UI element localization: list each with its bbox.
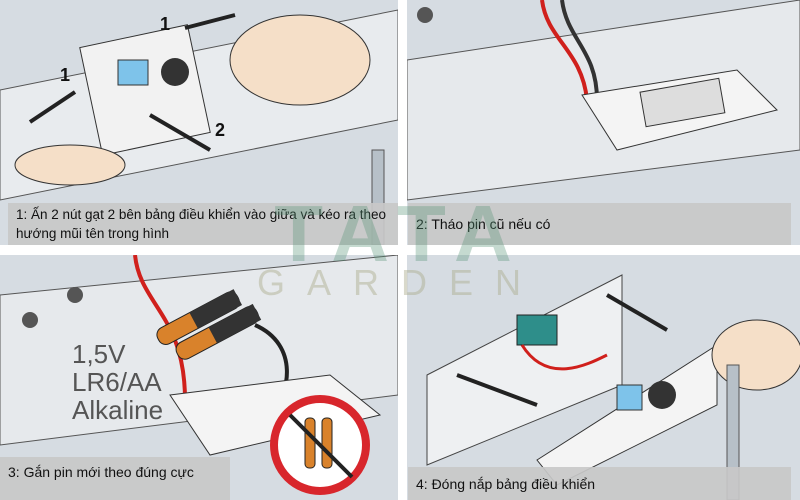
arrow-label: 1 <box>60 65 71 85</box>
step-2-panel: 2: Tháo pin cũ nếu có <box>407 0 800 245</box>
dial-knob <box>161 58 189 86</box>
step-3-illustration <box>0 255 398 495</box>
step-2-illustration <box>407 0 800 201</box>
battery-holder <box>639 77 726 128</box>
step-4-caption: 4: Đóng nắp bảng điều khiển <box>408 467 791 500</box>
step-3-panel: 1,5V LR6/AA Alkaline 3: Gắn pin mới theo… <box>0 255 398 500</box>
step-4-illustration <box>426 274 800 500</box>
batteries <box>156 289 262 360</box>
step-1-caption: 1: Ấn 2 nút gạt 2 bên bảng điều khiển và… <box>8 203 398 245</box>
hand <box>229 14 371 106</box>
step-1-illustration <box>0 9 398 245</box>
finger <box>14 144 126 186</box>
step-3-caption: 3: Gắn pin mới theo đúng cực <box>0 457 230 500</box>
lcd-screen <box>117 59 149 86</box>
battery-type: LR6/AA <box>72 367 162 397</box>
battery-voltage: 1,5V <box>72 339 126 369</box>
battery-chemistry: Alkaline <box>72 395 164 425</box>
control-panel <box>79 24 211 156</box>
arrow-label: 1 <box>160 14 171 34</box>
battery-holder <box>516 314 558 346</box>
step-2-caption: 2: Tháo pin cũ nếu có <box>408 203 791 245</box>
step-4-panel: 4: Đóng nắp bảng điều khiển <box>407 255 800 500</box>
step-1-panel: 1 1 2 1: Ấn 2 nút gạt 2 bên bảng điều kh… <box>0 0 398 245</box>
no-wrong-polarity-sign <box>270 395 370 495</box>
battery-spec: 1,5V LR6/AA Alkaline <box>72 340 163 424</box>
arrow-label: 2 <box>215 120 226 140</box>
